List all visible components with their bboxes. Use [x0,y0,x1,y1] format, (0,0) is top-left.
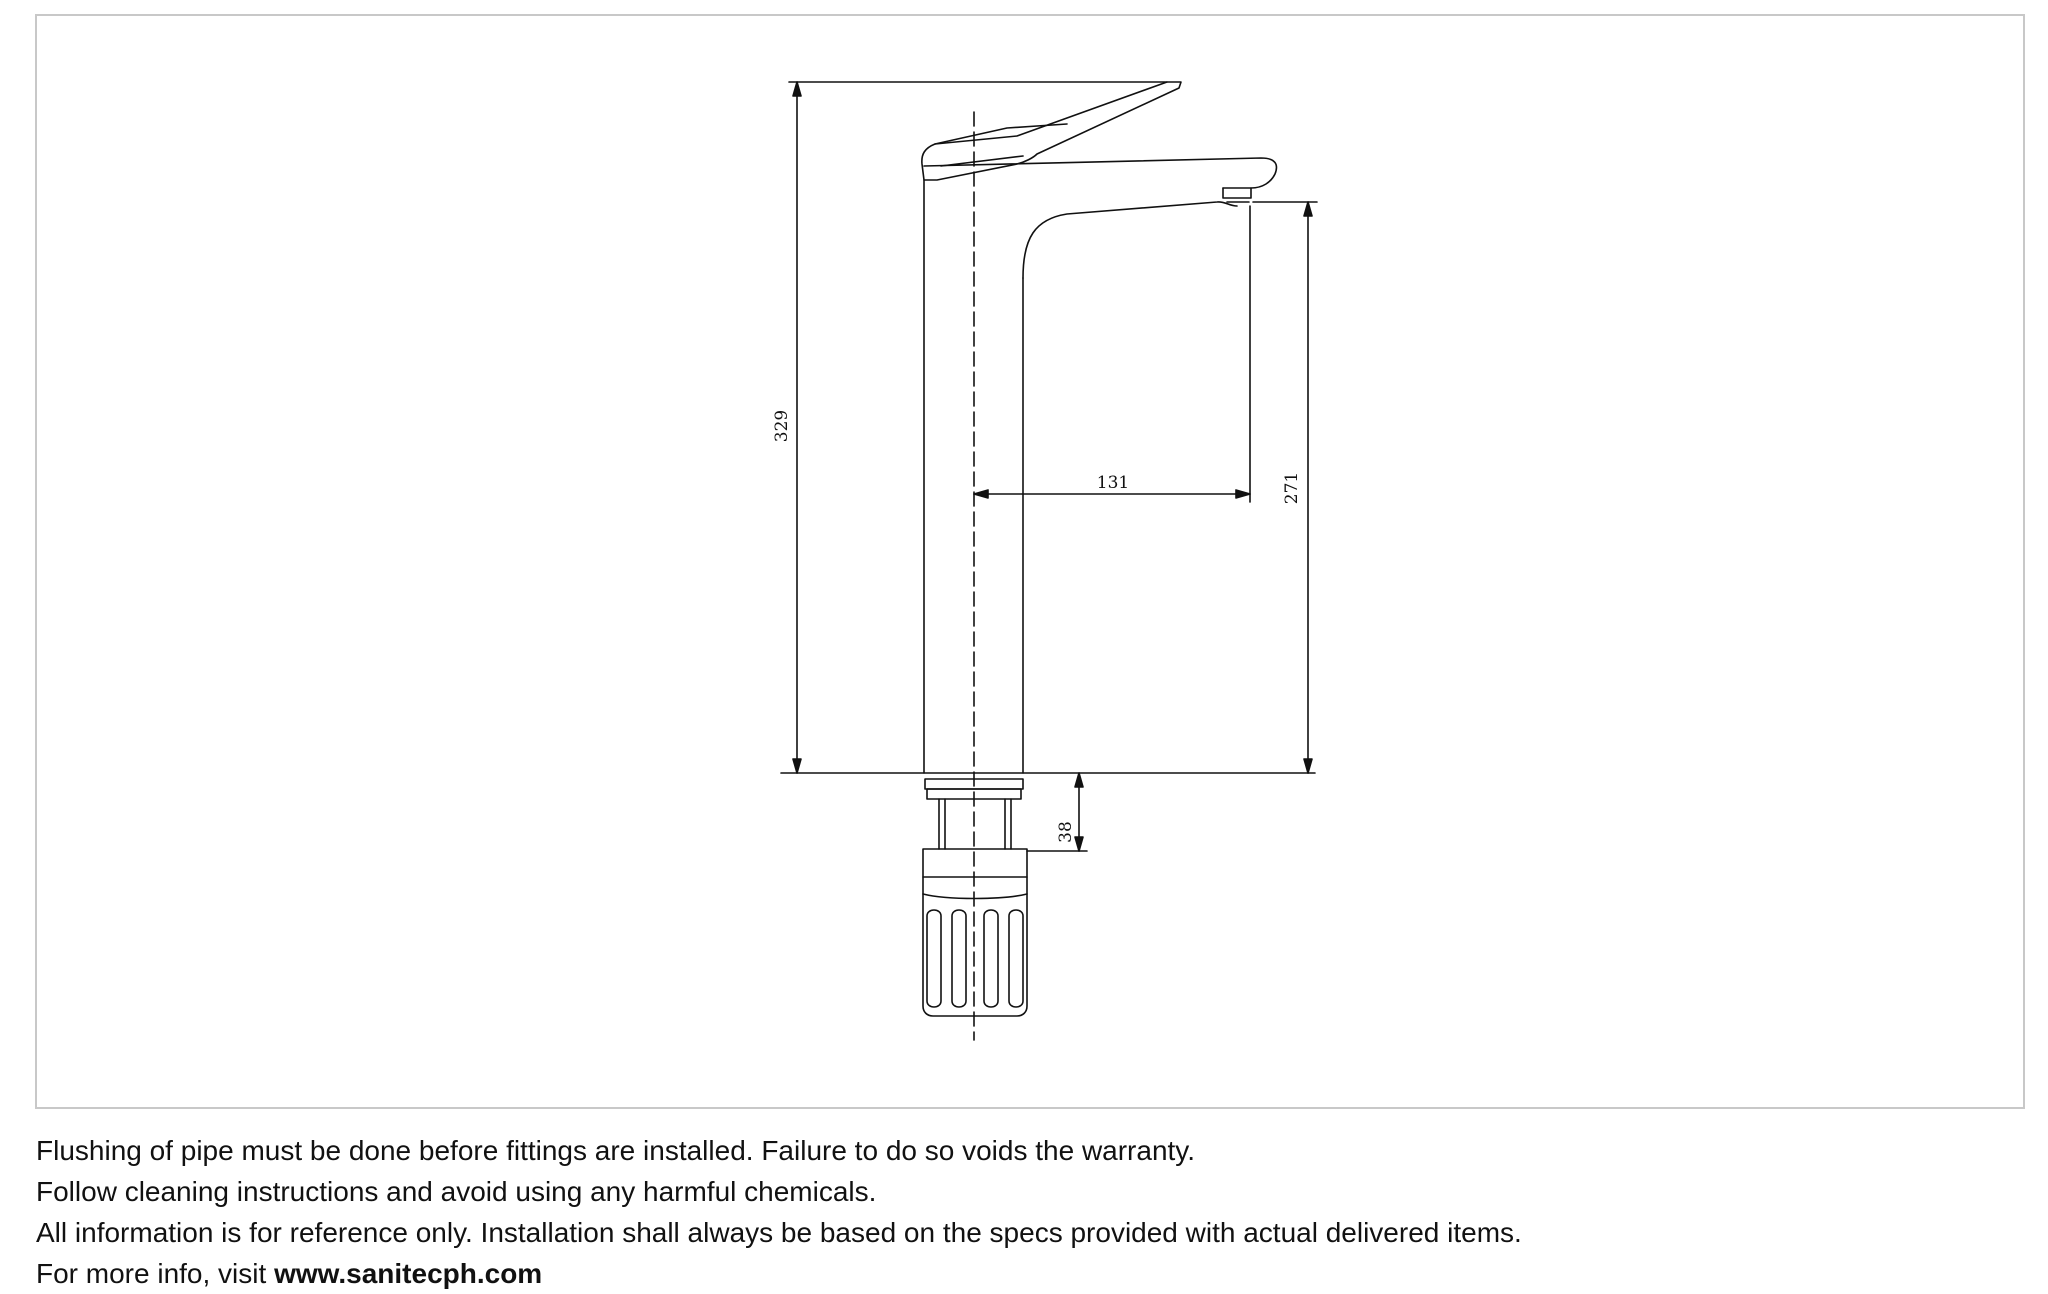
note-more-info: For more info, visit www.sanitecph.com [36,1253,2016,1294]
spout-underside [1022,201,1238,279]
spout-top [923,157,1278,189]
dimension-label-spout-height: 271 [1282,472,1302,504]
note-flushing: Flushing of pipe must be done before fit… [36,1135,1196,1166]
connector-body [922,876,1028,1017]
note-reference: All information is for reference only. I… [36,1217,1522,1248]
lock-nut [922,848,1028,878]
note-cleaning: Follow cleaning instructions and avoid u… [36,1176,877,1207]
shank-assembly [922,778,1028,1017]
aerator [1222,187,1252,199]
faucet-technical-drawing: 329 271 131 38 [772,81,1318,1041]
website-link[interactable]: www.sanitecph.com [274,1258,543,1289]
faucet-body [923,157,1278,774]
drawing-frame: 329 271 131 38 [35,14,2025,1109]
lever-handle [921,81,1182,181]
dimension-shank-length [1026,772,1088,852]
lever-outline [921,81,1182,181]
note-more-info-prefix: For more info, visit [36,1258,275,1289]
dimension-label-shank-length: 38 [1056,821,1076,843]
dimension-overall-height [788,81,1168,774]
dimension-spout-height [1252,201,1318,774]
dimension-spout-reach [973,205,1251,503]
dimension-label-overall-height: 329 [772,410,792,442]
dimension-label-spout-reach: 131 [1097,473,1129,493]
disclaimer-notes: Flushing of pipe must be done before fit… [36,1130,2016,1294]
